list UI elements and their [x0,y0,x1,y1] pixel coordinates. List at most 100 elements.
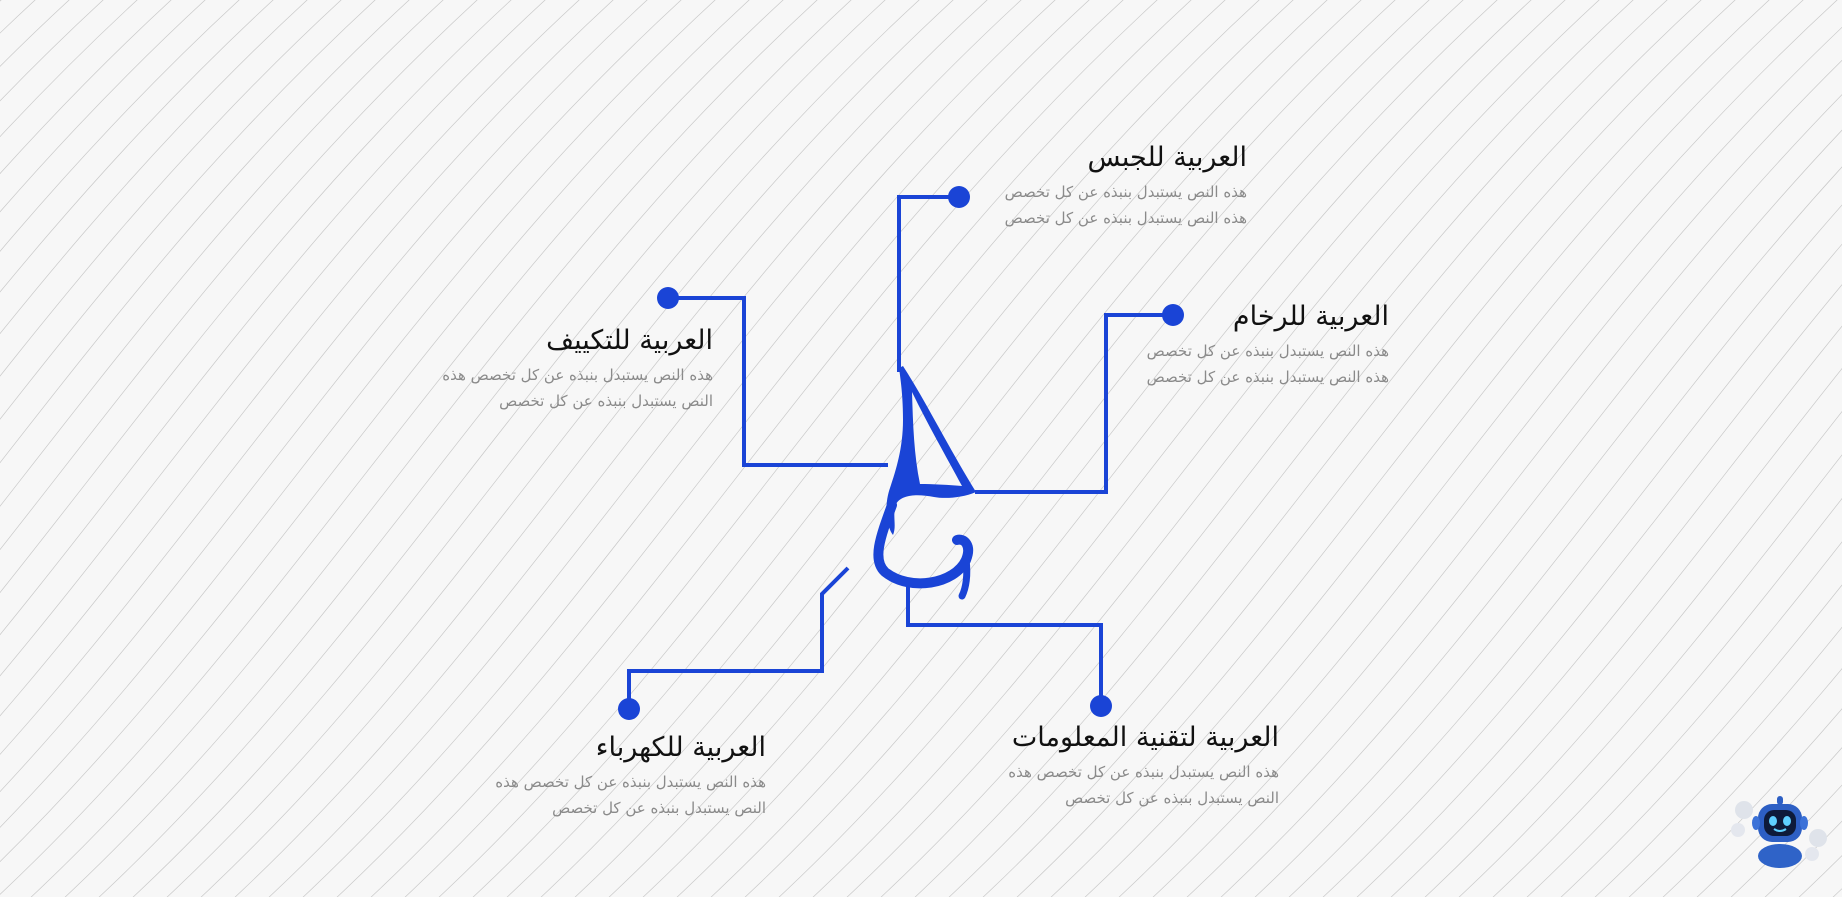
background-line [0,0,750,863]
background-line [0,0,410,464]
background-line [1696,747,1842,897]
background-line [0,0,376,420]
background-line [0,0,580,677]
background-line [30,0,818,897]
background-line [0,0,240,252]
background-line [1152,94,1842,897]
item-it-desc-line1: هذه النص يستبدل بنبذه عن كل تخصص هذه [1008,763,1279,781]
connector-line-gypsum [897,195,959,372]
background-line [1322,284,1842,897]
background-line [846,0,1634,897]
item-marble-desc: هذه النص يستبدل بنبذه عن كل تخصص هذه الن… [1147,338,1389,390]
background-line [948,0,1736,897]
background-line [0,0,784,895]
background-line [1628,668,1842,897]
background-line [200,0,988,897]
background-line [914,0,1702,897]
background-line [1254,204,1842,897]
robot-mascot-icon [1731,796,1827,868]
background-line [404,0,1192,897]
background-line [132,0,920,897]
item-it-desc: هذه النص يستبدل بنبذه عن كل تخصص هذه الن… [1008,759,1279,811]
item-ac: العربية للتكييف هذه النص يستبدل بنبذه عن… [383,324,713,414]
background-line [0,0,512,594]
background-line [1458,454,1842,897]
background-line [0,0,614,717]
connector-line-ac [668,296,888,467]
item-electric-desc: هذه النص يستبدل بنبذه عن كل تخصص هذه الن… [436,769,766,821]
connector-line-electric [627,566,850,709]
item-electric-desc-line2: النص يستبدل بنبذه عن كل تخصص [552,799,766,817]
connector-line-marble [975,313,1173,494]
item-electric-title: العربية للكهرباء [595,732,766,763]
background-line [0,0,342,377]
item-marble-desc-line1: هذه النص يستبدل بنبذه عن كل تخصص [1146,342,1389,360]
background-line [880,0,1668,897]
item-gypsum-title: العربية للجبس [1087,142,1247,173]
background-line [166,0,954,897]
background-line [336,0,1124,897]
item-ac-title: العربية للتكييف [546,325,713,356]
background-line [1288,243,1842,897]
background-line [506,0,1294,897]
background-line [642,0,1430,897]
background-line [0,0,274,293]
background-line [1560,584,1842,897]
item-ac-desc-line1: هذه النص يستبدل بنبذه عن كل تخصص هذه [442,366,713,384]
background-line [574,0,1362,897]
background-line [1390,367,1842,897]
item-marble-desc-line2: هذه النص يستبدل بنبذه عن كل تخصص [1146,368,1389,386]
background-line [0,0,172,175]
background-line [438,0,1226,897]
background-line [1594,626,1842,897]
background-line [1526,541,1842,897]
background-line [1492,497,1842,897]
connector-dot-gypsum [948,186,970,208]
background-line [744,0,1532,897]
background-line [0,0,682,793]
background-line [1050,0,1838,897]
connector-dot-it [1090,695,1112,717]
background-line [302,0,1090,897]
item-ac-desc: هذه النص يستبدل بنبذه عن كل تخصص هذه الن… [383,362,713,414]
connector-line-it [906,580,1103,706]
item-it-title: العربية لتقنية المعلومات [1011,722,1279,753]
background-line [234,0,1022,897]
background-line [370,0,1158,897]
connector-dot-marble [1162,304,1184,326]
item-gypsum-desc: هذه النص يستبدل بنبذه عن كل تخصص هذه الن… [1005,179,1247,231]
background-line [676,0,1464,897]
item-it: العربية لتقنية المعلومات هذه النص يستبدل… [1008,721,1279,811]
background-line [1084,26,1842,897]
item-gypsum-desc-line2: هذه النص يستبدل بنبذه عن كل تخصص [1004,209,1247,227]
background-line [64,0,852,897]
background-line [268,0,1056,897]
background-line [0,0,308,335]
background-line [0,0,716,828]
connector-dot-ac [657,287,679,309]
item-electric-desc-line1: هذه النص يستبدل بنبذه عن كل تخصص هذه [495,773,766,791]
background-line [1118,59,1842,897]
background-line [0,0,478,551]
background-line [0,0,648,755]
background-line [540,0,1328,897]
arabic-calligraphy-logo-icon [873,366,976,600]
background-line [1662,708,1842,897]
background-line [710,0,1498,897]
background-line [1220,166,1842,897]
background-line [98,0,886,897]
background-line [1186,129,1842,897]
background-line [1356,325,1842,897]
item-gypsum-desc-line1: هذه النص يستبدل بنبذه عن كل تخصص [1004,183,1247,201]
background-line [472,0,1260,897]
item-marble: العربية للرخام هذه النص يستبدل بنبذه عن … [1147,300,1389,390]
background-line [0,0,444,507]
background-line [0,0,206,213]
background-line [1424,410,1842,897]
item-marble-title: العربية للرخام [1232,301,1389,332]
background-line [812,0,1600,897]
item-electric: العربية للكهرباء هذه النص يستبدل بنبذه ع… [436,731,766,821]
connector-dot-electric [618,698,640,720]
